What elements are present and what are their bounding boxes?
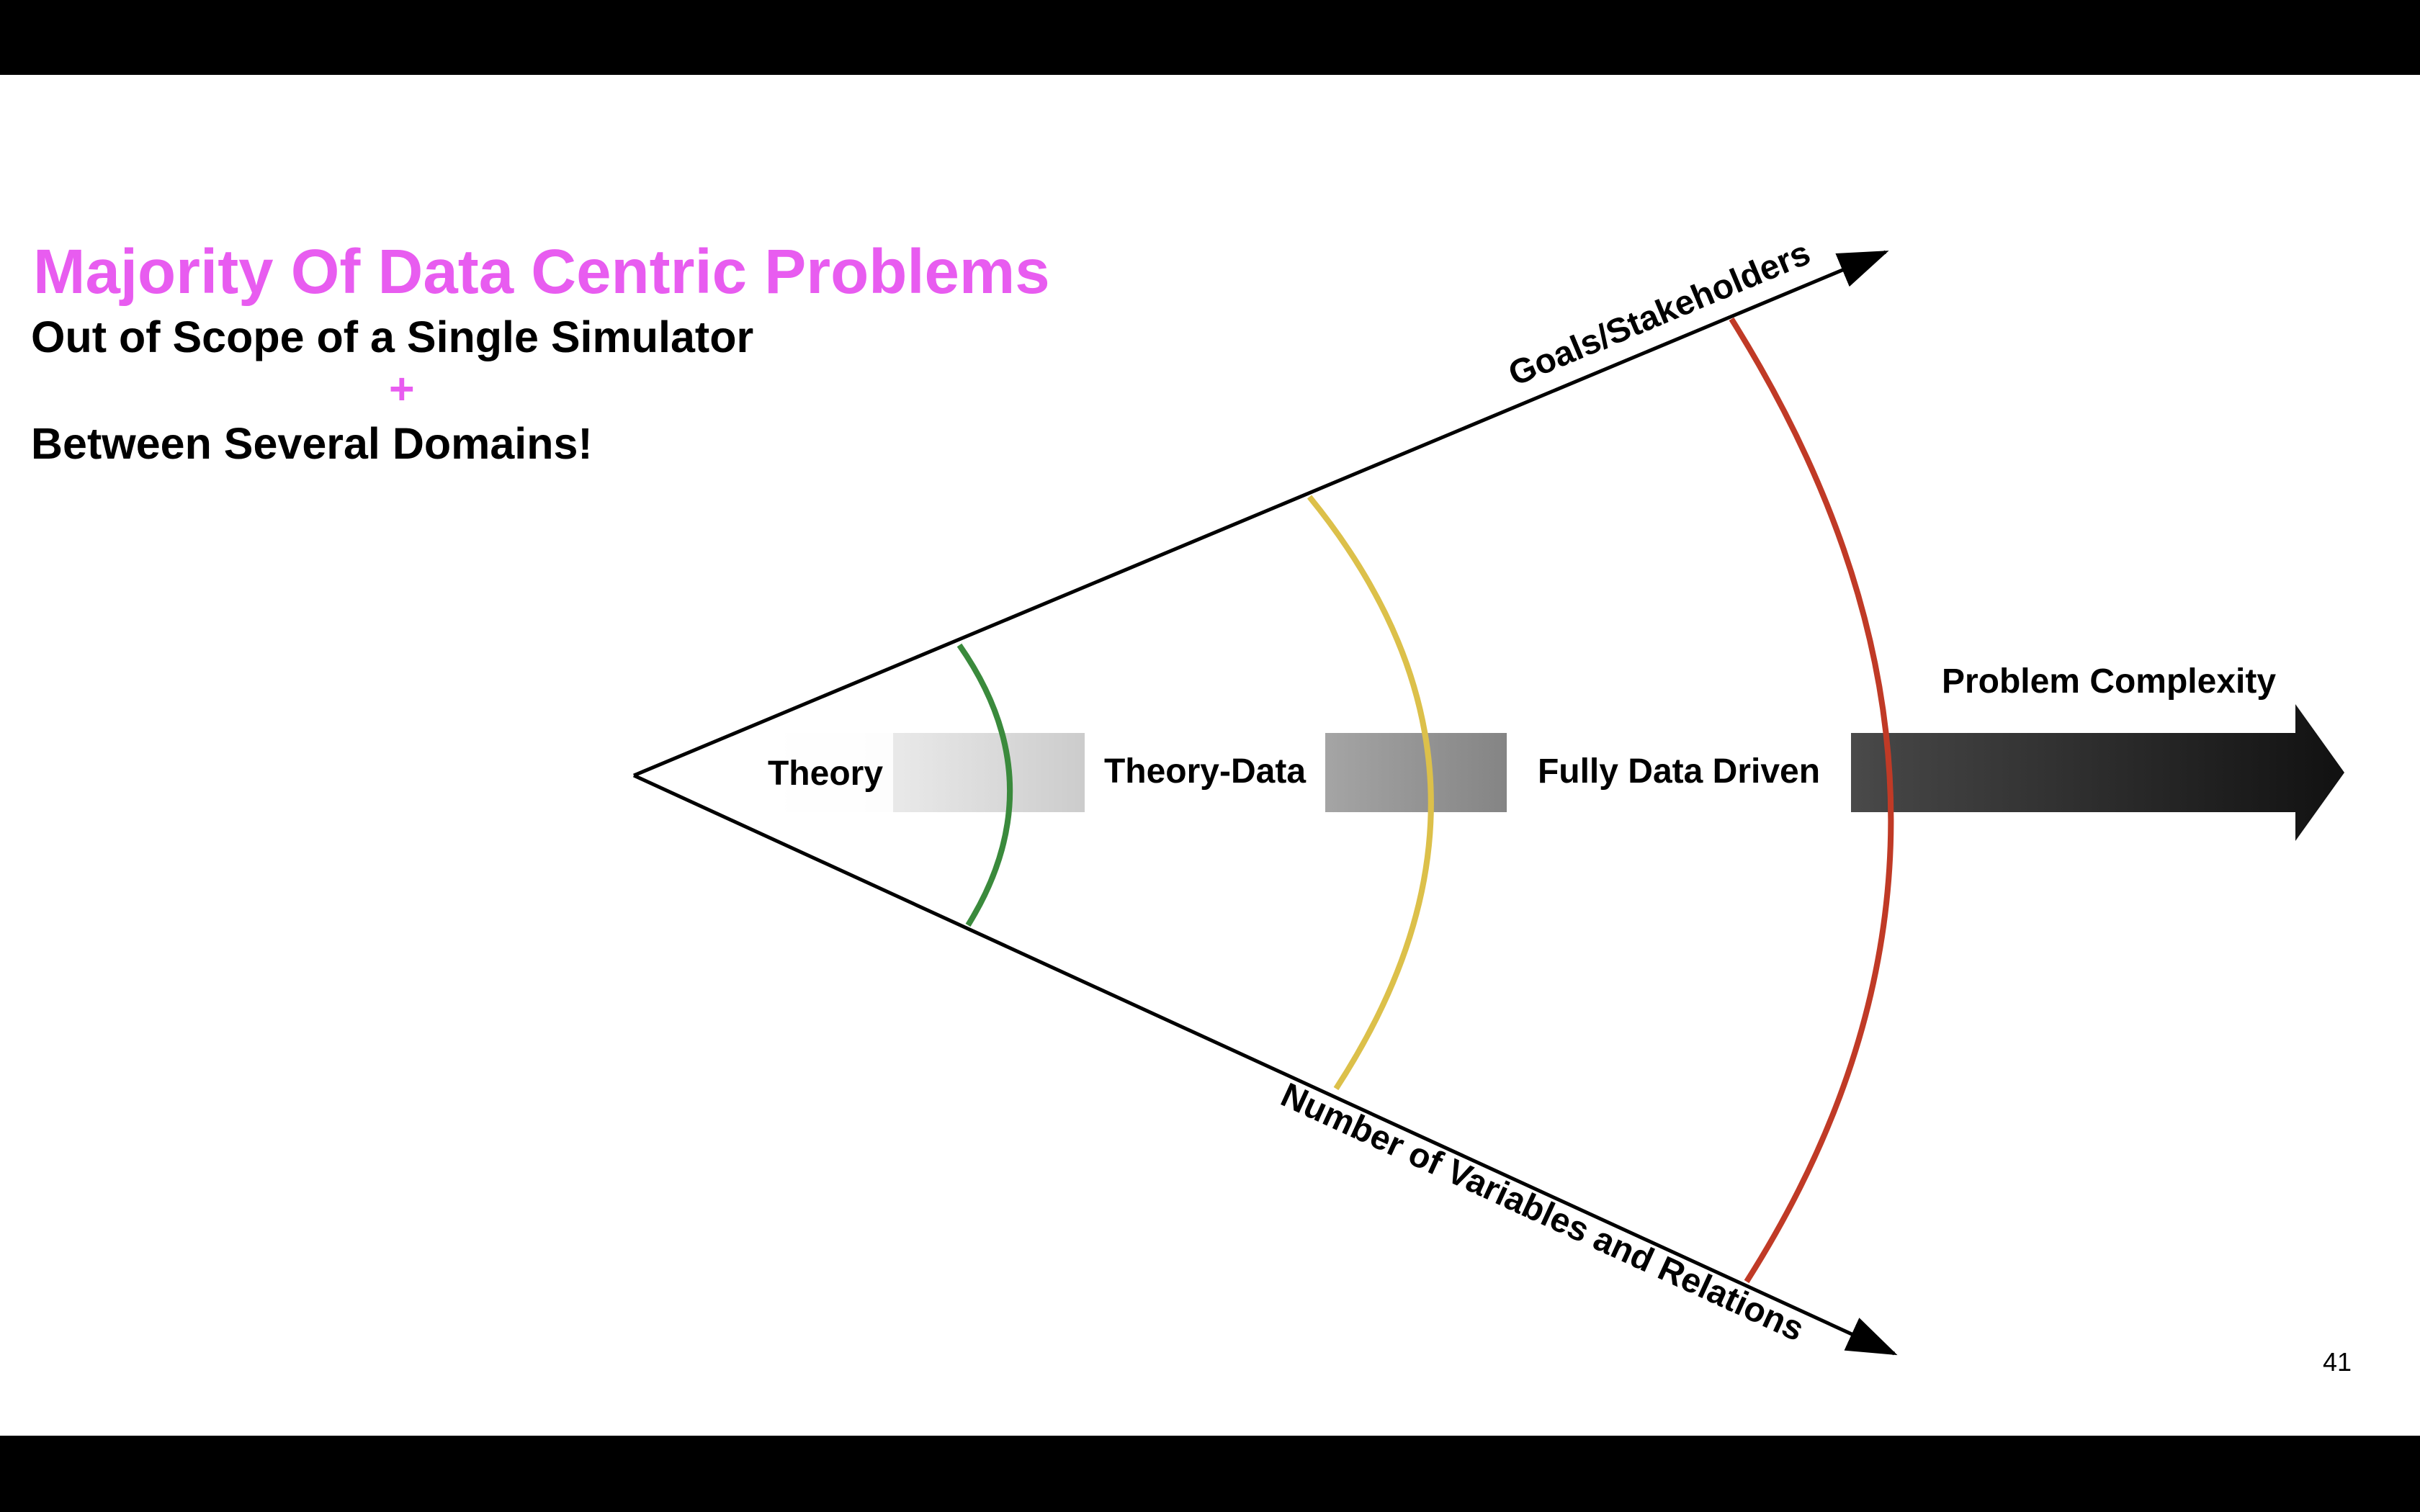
theory-label-box — [720, 732, 893, 814]
slide: Majority Of Data Centric Problems Out of… — [0, 75, 2420, 1436]
goals-axis — [633, 250, 1889, 778]
complexity-cone-diagram: Theory Theory-Data Fully Data Driven Pro… — [632, 234, 2344, 1356]
goals-stakeholders-label: Goals/Stakeholders — [1503, 234, 1816, 394]
subtitle-scope: Out of Scope of a Single Simulator — [31, 312, 754, 361]
theory-data-arc — [1307, 495, 1434, 1091]
variables-relations-label: Number of Variables and Relations — [1276, 1076, 1810, 1349]
page-number: 41 — [2323, 1347, 2352, 1377]
theory-data-label-box — [1085, 732, 1325, 814]
stage-data-driven-label: Fully Data Driven — [1538, 752, 1820, 791]
problem-complexity-label: Problem Complexity — [1942, 662, 2276, 701]
stage-theory-data-label: Theory-Data — [1104, 752, 1306, 791]
theory-arc — [956, 643, 1013, 927]
data-driven-label-box — [1507, 732, 1851, 814]
slide-title: Majority Of Data Centric Problems — [33, 237, 1050, 307]
plus-sign: + — [389, 364, 415, 413]
stage-theory-label: Theory — [768, 755, 883, 793]
subtitle-domains: Between Several Domains! — [31, 419, 593, 468]
variables-axis — [632, 773, 1898, 1356]
data-driven-arc — [1729, 317, 1894, 1284]
